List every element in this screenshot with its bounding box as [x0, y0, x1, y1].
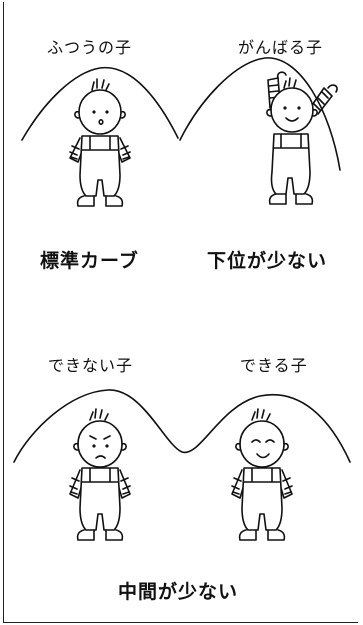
caption-standard-curve: 標準カーブ: [40, 250, 139, 272]
caption-few-low: 下位が少ない: [207, 250, 328, 272]
child-hardworking: [266, 71, 338, 205]
label-normal-child: ふつうの子: [47, 38, 133, 57]
label-struggling-child: できない子: [48, 356, 134, 375]
bimodal-curve: [13, 389, 351, 463]
caption-few-middle: 中間が少ない: [118, 581, 239, 603]
label-able-child: できる子: [240, 356, 308, 375]
curve-few-low: [179, 57, 341, 171]
child-struggling: [69, 408, 131, 541]
child-normal: [69, 78, 131, 207]
child-able: [231, 408, 293, 541]
bell-curve-standard: [21, 66, 179, 141]
label-hardworking-child: がんばる子: [238, 38, 324, 57]
figure-page: [3, 2, 358, 623]
